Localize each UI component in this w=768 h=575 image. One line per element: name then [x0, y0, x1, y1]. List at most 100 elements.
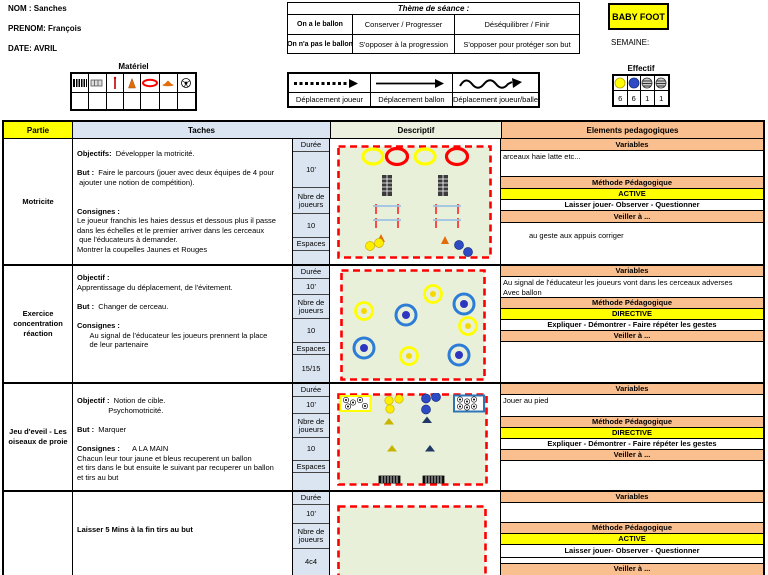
partie-cell: Jeu d'eveil - Les oiseaux de proie [4, 384, 73, 490]
duree-column: Durée 10' Nbre de joueurs 10 Espaces [293, 384, 330, 490]
espaces-value [293, 251, 329, 264]
methode-detail: Laisser jouer- Observer - Questionner [501, 200, 763, 211]
diagram-empty [337, 505, 487, 575]
legend-label-joueur-balle: Déplacement joueur/balle [452, 95, 538, 104]
dotted-arrow-icon [289, 74, 370, 93]
header-elements: Elements pedagogiques [502, 122, 763, 138]
theme-row2-col2: S'opposer pour protéger son but [463, 39, 571, 49]
espaces-value: 15/15 [301, 363, 321, 373]
ball-count-icon [654, 76, 668, 91]
theme-row1-label: On a le ballon [288, 15, 353, 34]
date-field: DATE: AVRIL [8, 44, 58, 53]
elements-cell: Variables arceaux haie latte etc... Méth… [501, 139, 763, 264]
variables-band: Variables [501, 384, 763, 395]
materiel-table [70, 72, 197, 111]
joueurs-value: 10 [293, 319, 329, 343]
duree-label: Durée [293, 139, 329, 152]
materiel-title: Matériel [118, 62, 149, 71]
veiller-text: au geste aux appuis corriger [529, 231, 624, 240]
partie-cell: Motricite [4, 139, 73, 264]
joueurs-value: 10 [293, 214, 329, 238]
duree-label: Durée [293, 266, 329, 279]
methode-band: Méthode Pédagogique [501, 523, 763, 534]
header-partie: Partie [4, 122, 73, 138]
veiller-band: Veiller à ... [501, 331, 763, 342]
variables-band: Variables [501, 266, 763, 277]
nbre-label: Nbre de joueurs [293, 414, 329, 438]
theme-title: Thème de séance : [288, 3, 579, 15]
descriptif-cell [330, 139, 501, 264]
joueurs-value: 4c4 [304, 557, 318, 566]
legend-label-ballon: Déplacement ballon [378, 95, 445, 104]
baby-foot-badge: BABY FOOT [608, 3, 669, 30]
methode-type: ACTIVE [501, 534, 763, 545]
row-motricite: Motricite Objectifs: Développer la motri… [4, 139, 763, 266]
theme-row1-col2: Déséquilibrer / Finir [484, 20, 550, 29]
duree-column: Durée 10' Nbre de joueurs 10 Espaces 15/… [293, 266, 330, 382]
duree-label: Durée [293, 384, 329, 397]
wavy-arrow-icon [452, 74, 538, 93]
taches-cell: Laisser 5 Mins à la fin tirs au but [73, 492, 293, 575]
descriptif-cell [330, 384, 501, 490]
effectif-count: 6 [628, 91, 641, 105]
nbre-label: Nbre de joueurs [293, 188, 329, 214]
yellow-player-icon [614, 76, 628, 91]
effectif-count: 1 [641, 91, 655, 105]
variables-band: Variables [501, 139, 763, 151]
methode-band: Méthode Pédagogique [501, 298, 763, 309]
effectif-title: Effectif [627, 64, 655, 73]
duree-value: 10' [293, 279, 329, 295]
movement-legend: Déplacement joueur Déplacement ballon Dé… [287, 72, 540, 108]
hoop-icon [141, 74, 161, 93]
theme-row2-col1: S'opposer à la progression [353, 35, 455, 53]
pole-icon [106, 74, 124, 93]
partie-cell [4, 492, 73, 575]
variables-text: Au signal de l'éducateur les joueurs von… [501, 277, 763, 298]
table-header: Partie Taches Descriptif Elements pedago… [4, 122, 763, 139]
duree-column: Durée 10' Nbre de joueurs 10 Espaces [293, 139, 330, 264]
espaces-value [293, 473, 329, 490]
effectif-count: 6 [614, 91, 628, 105]
duree-column: Durée 10' Nbre de joueurs 4c4 [293, 492, 330, 575]
duree-value: 10' [293, 152, 329, 188]
veiller-text [501, 342, 763, 382]
partie-cell: Exercice concentration réaction [4, 266, 73, 382]
nom-field: NOM : Sanches [8, 4, 67, 13]
theme-row1-col1: Conserver / Progresser [353, 15, 455, 34]
coupelle-icon [160, 74, 178, 93]
mini-ladder-icon [89, 74, 107, 93]
goal-icons [378, 475, 445, 484]
taches-cell: Objectifs: Développer la motricité. But … [73, 139, 293, 264]
theme-table: Thème de séance : On a le ballon Conserv… [287, 2, 580, 54]
taches-cell: Objectif : Notion de cible. Psychomotric… [73, 384, 293, 490]
prenom-field: PRENOM: François [8, 24, 82, 33]
ball-count-icon [641, 76, 655, 91]
header-descriptif: Descriptif [331, 122, 502, 138]
methode-band: Méthode Pédagogique [501, 177, 763, 189]
duree-value: 10' [293, 505, 329, 524]
descriptif-cell [330, 492, 501, 575]
methode-type: DIRECTIVE [501, 309, 763, 320]
semaine-label: SEMAINE: [611, 38, 650, 47]
legend-label-joueur: Déplacement joueur [295, 95, 364, 104]
diagram-motricite [337, 145, 492, 259]
header-taches: Taches [73, 122, 331, 138]
variables-text [501, 503, 763, 523]
veiller-band: Veiller à ... [501, 564, 763, 575]
veiller-band: Veiller à ... [501, 211, 763, 223]
descriptif-cell [330, 266, 501, 382]
variables-text: Jouer au pied [501, 395, 763, 417]
joueurs-value: 10 [293, 438, 329, 461]
theme-row2-label: On n'a pas le ballon [288, 35, 353, 53]
elements-cell: Variables Méthode Pédagogique ACTIVE Lai… [501, 492, 763, 575]
veiller-band: Veiller à ... [501, 450, 763, 461]
row-concentration: Exercice concentration réaction Objectif… [4, 266, 763, 384]
effectif-table: 6 6 1 1 [612, 74, 670, 107]
methode-detail: Expliquer - Démontrer - Faire répéter le… [501, 320, 763, 331]
variables-band: Variables [501, 492, 763, 503]
elements-cell: Variables Au signal de l'éducateur les j… [501, 266, 763, 382]
duree-value: 10' [293, 397, 329, 414]
diagram-oiseaux [337, 393, 488, 486]
nbre-label: Nbre de joueurs [293, 295, 329, 319]
solid-arrow-icon [370, 74, 452, 93]
